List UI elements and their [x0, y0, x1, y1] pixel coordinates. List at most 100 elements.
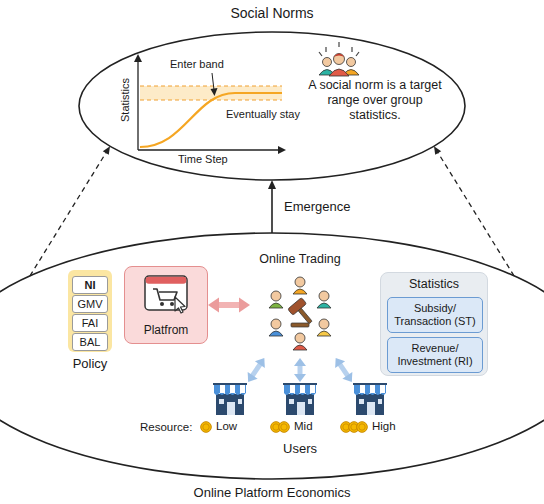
annotation-label: Time Step: [178, 153, 228, 166]
statistic-box: Revenue/ Investment (RI): [387, 337, 483, 373]
arrowhead: [208, 298, 219, 313]
node-text: Statistics: [381, 273, 487, 292]
trading-icon: [269, 277, 331, 350]
people-icon: [323, 58, 332, 67]
arrowhead: [342, 372, 352, 382]
people-icon: [319, 42, 359, 76]
node-text: Online Platform Economics: [0, 485, 544, 501]
arrowhead: [434, 146, 441, 155]
people-icon: [347, 58, 356, 67]
trading-icon: [319, 291, 329, 301]
norm-chart: [137, 60, 138, 150]
node-text: Policy: [58, 356, 122, 372]
connector-line: [30, 152, 106, 276]
policy-panel: PolicyNIGMVFAIBAL: [68, 270, 112, 352]
arrowhead: [335, 358, 345, 368]
ellipse-outline: [0, 233, 544, 479]
ellipse-outline: [79, 32, 465, 180]
policy-option: GMV: [72, 295, 108, 313]
arrowhead: [255, 358, 265, 368]
connector: [208, 298, 250, 313]
trading-icon: [288, 298, 318, 329]
trading-icon: [258, 274, 342, 354]
statistic-box: Subsidy/ Transaction (ST): [387, 297, 483, 333]
norm-ellipse: Social NormsA social norm is a target ra…: [78, 31, 466, 181]
norm-chart: [134, 54, 142, 62]
policy-option: FAI: [72, 314, 108, 332]
shop-icon: [201, 422, 212, 433]
trading-icon: [269, 331, 283, 336]
platform-icon: [144, 275, 188, 315]
connector: [335, 358, 352, 382]
connector-line: [438, 152, 514, 276]
norm-chart: [134, 54, 286, 154]
people-icon: [329, 69, 349, 76]
norm-chart: [278, 146, 286, 154]
people-icon: [334, 54, 345, 58]
user-shop: Mid: [268, 382, 332, 436]
trading-icon: [291, 323, 309, 327]
platform-icon: [146, 277, 187, 284]
norm-chart: [138, 149, 280, 150]
policy-option: BAL: [72, 333, 108, 351]
platform-icon: [175, 297, 185, 313]
shop-icon: [279, 422, 290, 433]
arrowhead: [294, 374, 306, 382]
arrowhead: [268, 180, 276, 189]
online-trading: Online Trading: [250, 252, 350, 358]
connector: [30, 146, 110, 276]
shop-icon: [213, 383, 247, 415]
trading-icon: [269, 303, 283, 308]
people-icon: [334, 54, 345, 65]
connector: [268, 180, 276, 233]
platform-icon: [160, 302, 164, 306]
node-text: NI: [73, 278, 107, 292]
node-text: Subsidy/ Transaction (ST): [391, 302, 479, 328]
connector-line: [252, 364, 260, 376]
trading-icon: [293, 345, 307, 350]
people-icon: [319, 42, 359, 56]
annotation-label: Users: [283, 441, 317, 457]
platform-icon: [170, 302, 174, 306]
shop-icon: [353, 383, 387, 415]
arrowhead: [294, 358, 306, 366]
node-text: Mid: [294, 420, 313, 434]
arrowhead: [248, 372, 258, 382]
edge-label: Emergence: [282, 199, 352, 215]
annotation-label: Resource:: [140, 421, 192, 435]
trading-icon: [293, 289, 307, 294]
statistics-panel: StatisticsSubsidy/ Transaction (ST) Reven…: [380, 272, 488, 376]
trading-icon: [317, 303, 331, 308]
node-text: Revenue/ Investment (RI): [391, 342, 479, 368]
node-text: Social Norms: [78, 5, 466, 22]
connector-line: [340, 364, 348, 376]
connector: [248, 358, 265, 382]
trading-icon: [288, 298, 307, 316]
connector: [294, 358, 306, 382]
shop-icon: [283, 383, 317, 415]
annotation-label: Enter band: [170, 58, 224, 71]
user-shop: Low: [198, 382, 262, 436]
node-text: FAI: [73, 316, 107, 330]
economy-ellipse: Online Platform EconomicsPolicyNIGMVFAIB…: [0, 232, 544, 480]
node-text: High: [372, 420, 396, 434]
trading-icon: [271, 291, 281, 301]
node-text: Low: [216, 420, 237, 434]
trading-icon: [295, 277, 305, 287]
connector-line: [271, 188, 273, 233]
norm-chart: [140, 86, 282, 87]
annotation-label: Eventually stay: [226, 108, 300, 121]
node-text: A social norm is a target range over gro…: [306, 78, 444, 123]
node-text: BAL: [73, 335, 107, 349]
trading-icon: [317, 331, 331, 336]
connector: [434, 146, 514, 276]
node-text: Online Trading: [240, 252, 360, 267]
node-text: GMV: [73, 297, 107, 311]
user-shop: High: [338, 382, 402, 436]
platform-box: Platfrom: [124, 266, 208, 344]
trading-icon: [295, 333, 305, 343]
connector-line: [298, 365, 303, 375]
norm-chart: [211, 88, 218, 96]
arrowhead: [239, 298, 250, 313]
